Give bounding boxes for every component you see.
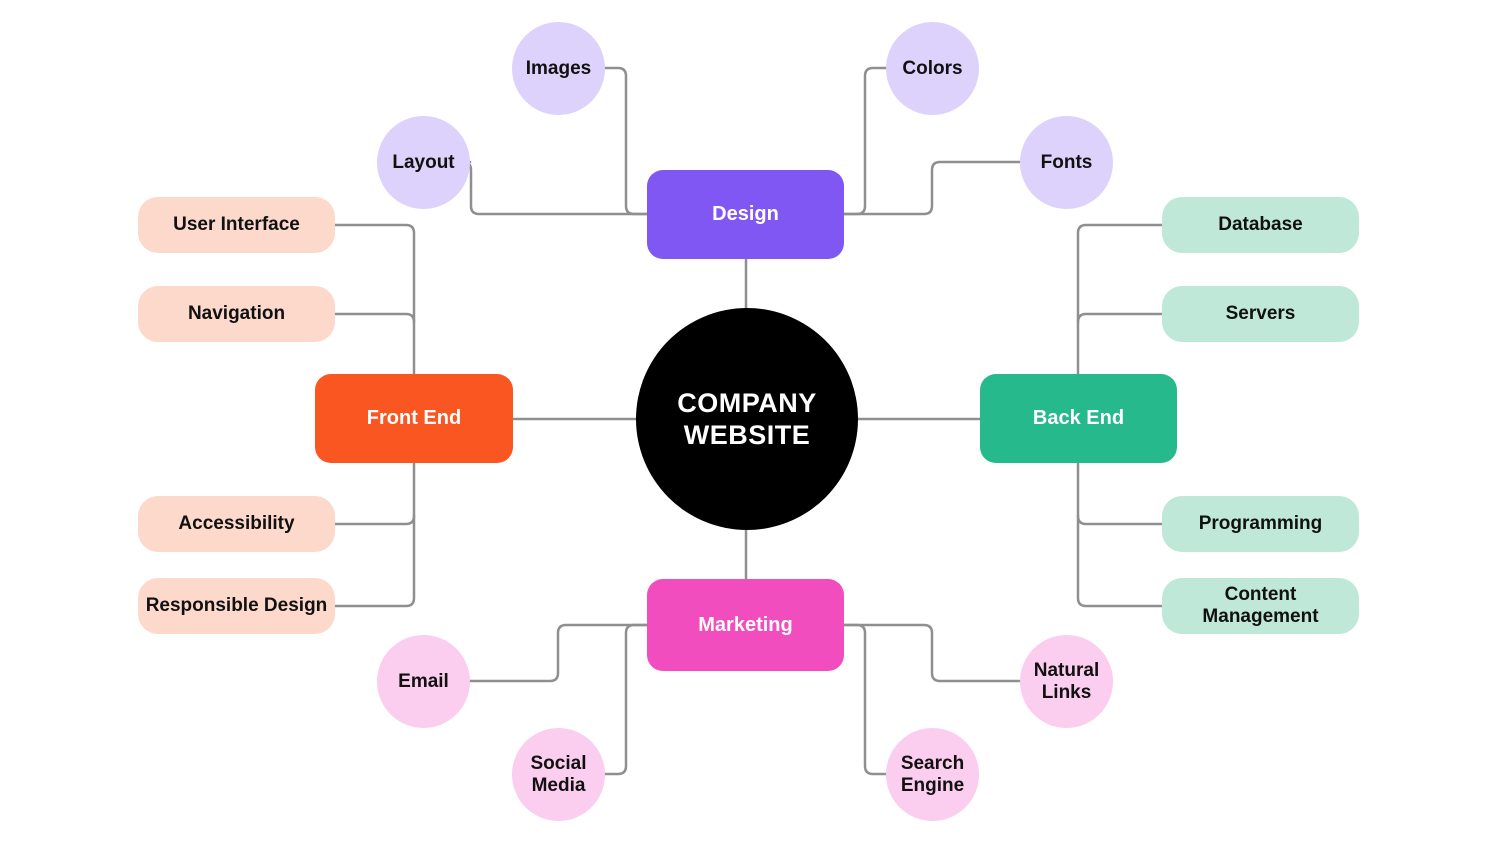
connector-frontend-accessibility [333,514,416,526]
leaf-layout-label: Layout [392,151,455,173]
leaf-user-interface: User Interface [138,197,335,253]
connector-marketing-search [841,623,888,776]
connector-design-images [603,66,650,216]
branch-design: Design [647,170,844,259]
leaf-images-label: Images [525,57,592,79]
connector-frontend-navigation [333,312,416,324]
connector-frontend-responsible [333,461,416,608]
leaf-colors: Colors [886,22,979,115]
leaf-content-management-label: Content Management [1202,584,1319,627]
leaf-navigation: Navigation [138,286,335,342]
connector-backend-programming [1076,514,1165,526]
leaf-servers-label: Servers [1225,303,1296,325]
leaf-natural-links: Natural Links [1020,635,1113,728]
leaf-layout: Layout [377,116,470,209]
connector-backend-database [1076,223,1165,377]
leaf-database-label: Database [1218,214,1303,236]
branch-design-label: Design [712,203,779,225]
leaf-database: Database [1162,197,1359,253]
leaf-programming-label: Programming [1198,513,1323,535]
leaf-servers: Servers [1162,286,1359,342]
connector-marketing-email [468,623,650,683]
connector-frontend-ui [333,223,416,377]
leaf-search-engine: Search Engine [886,728,979,821]
leaf-fonts-label: Fonts [1040,151,1093,173]
leaf-responsible-design: Responsible Design [138,578,335,634]
connector-marketing-social [603,623,650,776]
branch-front-end-label: Front End [366,407,462,429]
leaf-programming: Programming [1162,496,1359,552]
leaf-user-interface-label: User Interface [173,214,300,236]
leaf-responsible-design-label: Responsible Design [145,595,328,617]
center-node: COMPANY WEBSITE [636,308,858,530]
leaf-search-engine-label: Search Engine [900,752,965,796]
connector-design-colors [841,66,888,216]
branch-back-end: Back End [980,374,1177,463]
leaf-social-media-label: Social Media [530,752,587,796]
connector-design-layout [461,160,650,216]
leaf-social-media: Social Media [512,728,605,821]
branch-front-end: Front End [315,374,513,463]
leaf-natural-links-label: Natural Links [1033,659,1100,703]
leaf-navigation-label: Navigation [187,303,286,325]
center-line-1: COMPANY [677,387,817,418]
branch-marketing: Marketing [647,579,844,671]
branch-marketing-label: Marketing [698,613,793,636]
leaf-email: Email [377,635,470,728]
leaf-accessibility: Accessibility [138,496,335,552]
branch-back-end-label: Back End [1032,407,1125,429]
leaf-accessibility-label: Accessibility [178,513,295,535]
leaf-colors-label: Colors [902,57,963,79]
leaf-images: Images [512,22,605,115]
leaf-content-management: Content Management [1162,578,1359,634]
connector-marketing-natural [841,623,1023,683]
connector-design-fonts [841,160,1023,216]
connector-backend-content [1076,461,1165,608]
leaf-fonts: Fonts [1020,116,1113,209]
center-line-2: WEBSITE [683,420,811,450]
leaf-email-label: Email [398,670,449,692]
connector-backend-servers [1076,312,1165,324]
